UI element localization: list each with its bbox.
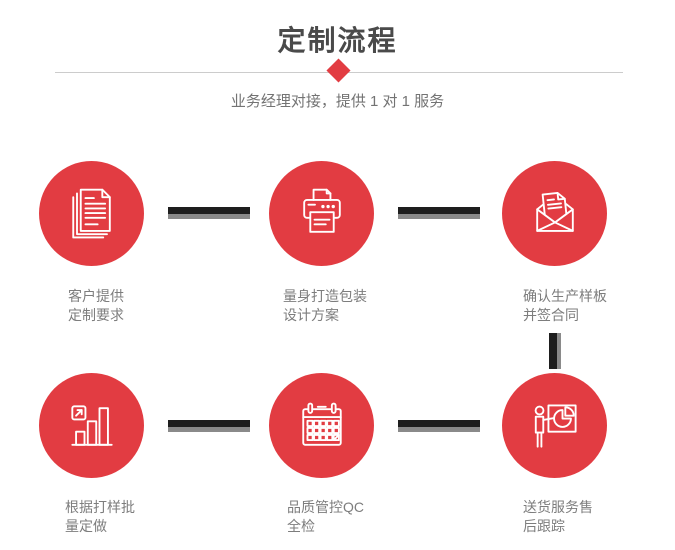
step-circle-1 — [39, 161, 144, 266]
step-label-6: 送货服务售 后跟踪 — [523, 498, 593, 535]
step-label-5-line1: 品质管控QC — [287, 499, 364, 515]
diamond-icon — [326, 58, 351, 83]
step-label-6-line1: 送货服务售 — [523, 499, 593, 515]
step-label-3-line2: 并签合同 — [523, 306, 579, 323]
page-subtitle: 业务经理对接，提供 1 对 1 服务 — [230, 93, 445, 110]
stacked-documents-icon — [71, 188, 111, 238]
connector-step1-step2 — [168, 207, 250, 219]
connector-step2-step3 — [398, 207, 480, 219]
step-label-4-line1: 根据打样批 — [65, 499, 135, 515]
step-circle-2 — [269, 161, 374, 266]
step-circle-6 — [502, 373, 607, 478]
presentation-pie-chart-icon — [534, 403, 577, 448]
connector-step5-step6 — [398, 420, 480, 432]
connector-step4-step5 — [168, 420, 250, 432]
step-label-1: 客户提供 定制要求 — [68, 287, 124, 324]
step-label-2-line2: 设计方案 — [283, 306, 339, 323]
step-circle-5 — [269, 373, 374, 478]
step-label-3-line1: 确认生产样板 — [523, 288, 607, 304]
printer-icon — [302, 188, 341, 233]
step-circle-3 — [502, 161, 607, 266]
open-envelope-letter-icon — [535, 191, 574, 232]
step-label-5: 品质管控QC 全检 — [287, 498, 364, 535]
step-circle-4 — [39, 373, 144, 478]
connector-step3-step6 — [549, 333, 561, 369]
step-label-2: 量身打造包装 设计方案 — [283, 287, 367, 324]
step-label-5-line2: 全检 — [287, 517, 315, 534]
step-label-4: 根据打样批 量定做 — [65, 498, 135, 535]
calendar-icon — [301, 402, 342, 446]
step-label-6-line2: 后跟踪 — [523, 517, 565, 534]
step-label-1-line1: 客户提供 — [68, 288, 124, 304]
growth-bar-chart-icon — [70, 404, 113, 446]
step-label-2-line1: 量身打造包装 — [283, 288, 367, 304]
page-title: 定制流程 — [277, 25, 398, 56]
step-label-4-line2: 量定做 — [65, 517, 107, 534]
step-label-3: 确认生产样板 并签合同 — [523, 287, 607, 324]
step-label-1-line2: 定制要求 — [68, 306, 124, 323]
